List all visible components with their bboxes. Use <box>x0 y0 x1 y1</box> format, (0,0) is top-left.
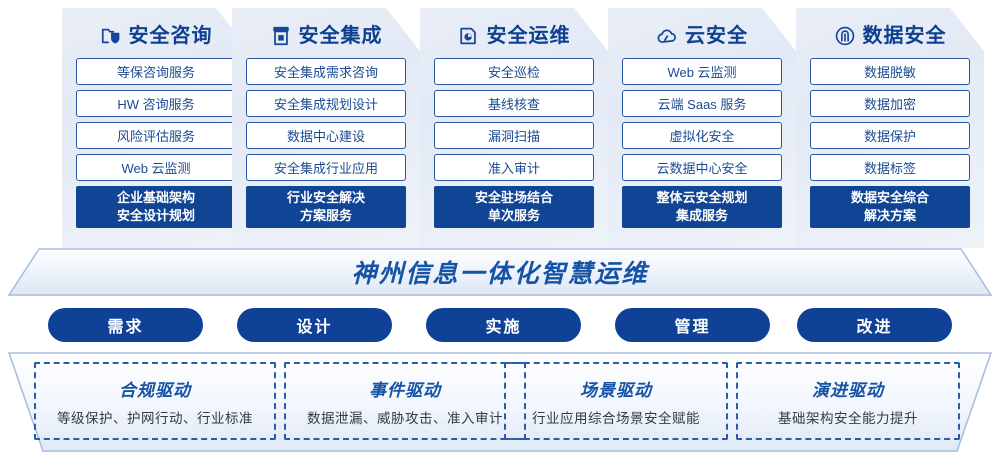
pillar-header: 安全运维 <box>432 14 596 58</box>
pillar-item[interactable]: Web 云监测 <box>622 58 782 85</box>
pillar-summary-line-2: 单次服务 <box>487 208 540 223</box>
pillar-summary-line-2: 安全设计规划 <box>116 208 195 223</box>
pillar-item[interactable]: 数据加密 <box>810 90 970 117</box>
pillar-item[interactable]: 数据脱敏 <box>810 58 970 85</box>
pillar-title: 安全集成 <box>298 25 383 47</box>
phase-pill-implementation[interactable]: 实施 <box>426 308 581 342</box>
pillar-item[interactable]: 数据中心建设 <box>246 122 406 149</box>
pillar-item[interactable]: 云端 Saas 服务 <box>622 90 782 117</box>
pillar-summary[interactable]: 数据安全综合 解决方案 <box>810 186 970 228</box>
pillar-cards-row: 安全咨询 等保咨询服务 HW 咨询服务 风险评估服务 Web 云监测 企业基础架… <box>62 8 984 248</box>
pillar-header: 云安全 <box>620 14 784 58</box>
pillar-item[interactable]: 安全集成行业应用 <box>246 154 406 181</box>
phase-pill-management[interactable]: 管理 <box>615 308 770 342</box>
driver-description: 等级保护、护网行动、行业标准 <box>57 410 253 426</box>
pillar-item[interactable]: 数据保护 <box>810 122 970 149</box>
pillar-summary-line-1: 企业基础架构 <box>116 189 195 205</box>
pillar-card-security-operations[interactable]: 安全运维 安全巡检 基线核查 漏洞扫描 准入审计 安全驻场结合 单次服务 <box>420 8 608 248</box>
pillar-title: 数据安全 <box>862 25 947 47</box>
pillar-item[interactable]: 基线核查 <box>434 90 594 117</box>
pillar-item[interactable]: HW 咨询服务 <box>76 90 236 117</box>
pillar-item[interactable]: 数据标签 <box>810 154 970 181</box>
pillar-item[interactable]: 等保咨询服务 <box>76 58 236 85</box>
phase-pill-row: 需求 设计 实施 管理 改进 <box>0 308 1000 342</box>
pillar-card-data-security[interactable]: 数据安全 数据脱敏 数据加密 数据保护 数据标签 数据安全综合 解决方案 <box>796 8 984 248</box>
driver-description: 数据泄漏、威胁攻击、准入审计 <box>307 410 503 426</box>
pillar-summary[interactable]: 行业安全解决 方案服务 <box>246 186 406 228</box>
driver-description: 行业应用综合场景安全赋能 <box>532 410 700 426</box>
pillar-summary-line-1: 安全驻场结合 <box>474 189 553 205</box>
platform-banner: 神州信息一体化智慧运维 <box>8 248 992 296</box>
pillar-card-security-consulting[interactable]: 安全咨询 等保咨询服务 HW 咨询服务 风险评估服务 Web 云监测 企业基础架… <box>62 8 250 248</box>
pillar-header: 数据安全 <box>808 14 972 58</box>
pillar-summary-line-1: 整体云安全规划 <box>656 189 748 205</box>
phase-pill-design[interactable]: 设计 <box>237 308 392 342</box>
pillar-header: 安全咨询 <box>74 14 238 58</box>
pillar-card-security-integration[interactable]: 安全集成 安全集成需求咨询 安全集成规划设计 数据中心建设 安全集成行业应用 行… <box>232 8 420 248</box>
pillar-item[interactable]: 云数据中心安全 <box>622 154 782 181</box>
pillar-item[interactable]: 漏洞扫描 <box>434 122 594 149</box>
driver-title: 演进驱动 <box>812 380 884 400</box>
document-stack-icon <box>270 25 292 47</box>
pillar-item[interactable]: 准入审计 <box>434 154 594 181</box>
pillar-summary-line-2: 集成服务 <box>675 208 728 223</box>
pillar-summary[interactable]: 整体云安全规划 集成服务 <box>622 186 782 228</box>
fingerprint-icon <box>834 25 856 47</box>
folder-shield-icon <box>100 25 122 47</box>
phase-pill-requirement[interactable]: 需求 <box>48 308 203 342</box>
pillar-summary[interactable]: 企业基础架构 安全设计规划 <box>76 186 236 228</box>
driver-card-compliance[interactable]: 合规驱动 等级保护、护网行动、行业标准 <box>34 362 276 440</box>
driver-title: 事件驱动 <box>369 380 441 400</box>
pillar-summary-line-1: 数据安全综合 <box>850 189 929 205</box>
pillar-item[interactable]: Web 云监测 <box>76 154 236 181</box>
pillar-item[interactable]: 风险评估服务 <box>76 122 236 149</box>
pillar-item[interactable]: 安全巡检 <box>434 58 594 85</box>
phase-pill-improvement[interactable]: 改进 <box>797 308 952 342</box>
pillar-header: 安全集成 <box>244 14 408 58</box>
pillar-item[interactable]: 安全集成需求咨询 <box>246 58 406 85</box>
driver-title: 合规驱动 <box>119 380 191 400</box>
driver-description: 基础架构安全能力提升 <box>778 410 918 426</box>
driver-card-evolution[interactable]: 演进驱动 基础架构安全能力提升 <box>736 362 960 440</box>
pillar-card-cloud-security[interactable]: 云安全 Web 云监测 云端 Saas 服务 虚拟化安全 云数据中心安全 整体云… <box>608 8 796 248</box>
driver-card-incident[interactable]: 事件驱动 数据泄漏、威胁攻击、准入审计 <box>284 362 526 440</box>
platform-banner-title: 神州信息一体化智慧运维 <box>351 260 649 288</box>
pillar-summary-line-1: 行业安全解决 <box>286 189 365 205</box>
driver-card-scenario[interactable]: 场景驱动 行业应用综合场景安全赋能 <box>504 362 728 440</box>
pillar-title: 云安全 <box>685 25 748 47</box>
cloud-icon <box>656 25 678 47</box>
monitor-chart-icon <box>458 25 480 47</box>
pillar-summary-line-2: 方案服务 <box>299 208 352 223</box>
driver-title: 场景驱动 <box>580 380 652 400</box>
pillar-title: 安全咨询 <box>128 25 213 47</box>
pillar-item[interactable]: 安全集成规划设计 <box>246 90 406 117</box>
pillar-title: 安全运维 <box>486 25 571 47</box>
pillar-summary-line-2: 解决方案 <box>863 208 916 223</box>
pillar-summary[interactable]: 安全驻场结合 单次服务 <box>434 186 594 228</box>
pillar-item[interactable]: 虚拟化安全 <box>622 122 782 149</box>
